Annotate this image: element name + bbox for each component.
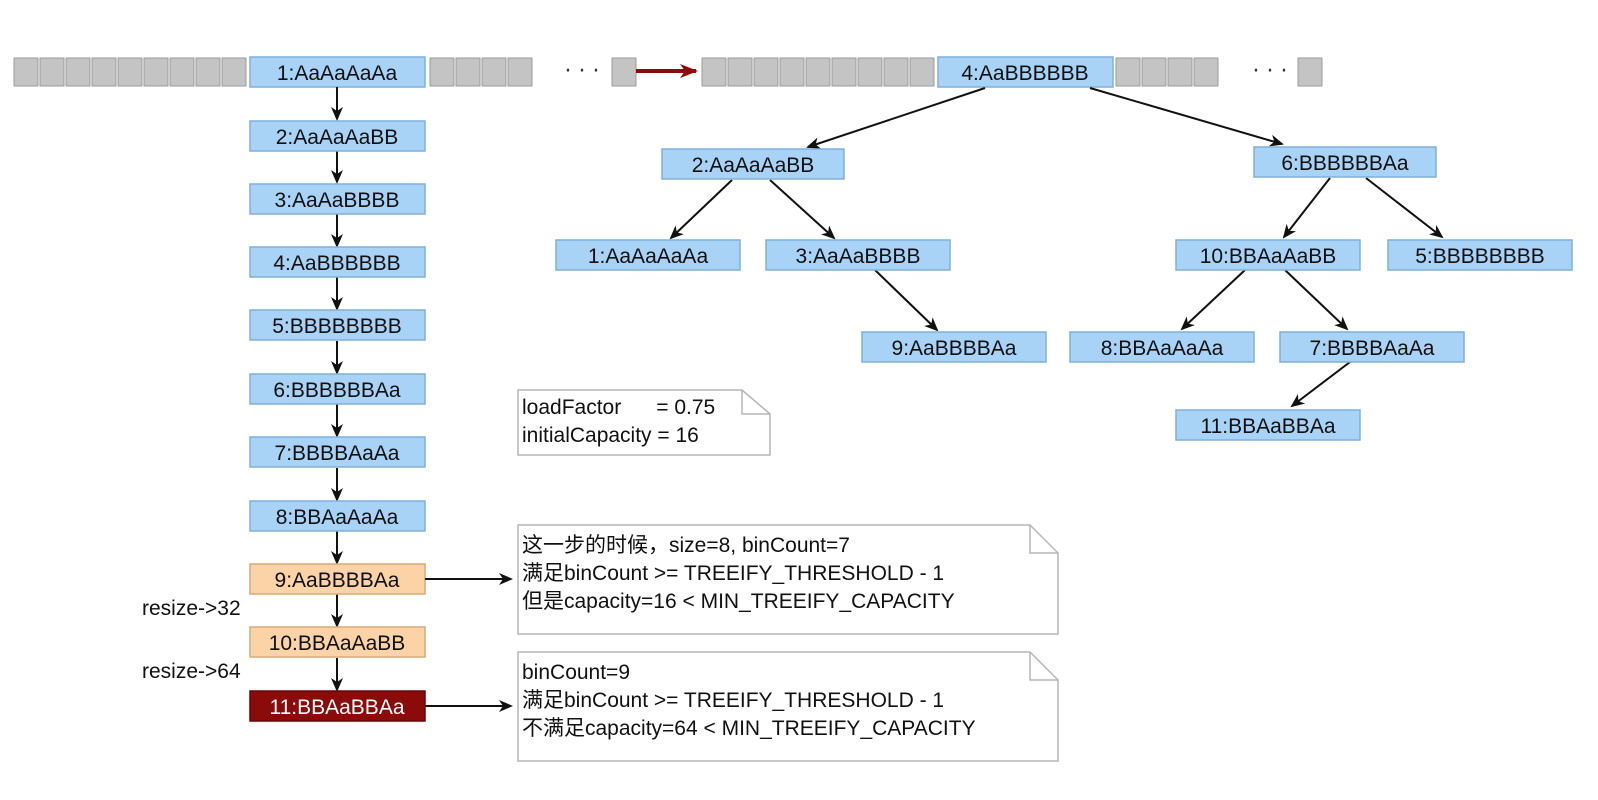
table-slot [13, 57, 39, 87]
params-note: loadFactor = 0.75 initialCapacity = 16 [517, 389, 771, 456]
table-slot [169, 57, 195, 87]
table-slot [831, 57, 857, 87]
tree-node-label: 10:BBAaAaBB [1200, 245, 1337, 268]
chain-node-label: 5:BBBBBBBB [272, 315, 402, 338]
step11-line-3: 不满足capacity=64 < MIN_TREEIFY_CAPACITY [522, 717, 976, 740]
params-line-2: initialCapacity = 16 [522, 424, 699, 447]
tree-node-label: 5:BBBBBBBB [1415, 245, 1545, 268]
table-slot [117, 57, 143, 87]
chain-node-2: 3:AaAaBBBB [249, 183, 426, 215]
chain-node-label: 6:BBBBBBAa [273, 379, 401, 402]
step11-note: binCount=9 满足binCount >= TREEIFY_THRESHO… [517, 651, 1059, 762]
table-slot [455, 57, 481, 87]
step11-line-1: binCount=9 [522, 661, 630, 684]
table-slot [909, 57, 935, 87]
tree-node-6: 6:BBBBBBAa [1253, 146, 1437, 178]
tree-node-label: 9:AaBBBBAa [892, 337, 1017, 360]
left-table-head-label: 1:AaAaAaAa [277, 62, 398, 85]
right-table-slots [701, 57, 1323, 87]
chain-node-4: 5:BBBBBBBB [249, 309, 426, 341]
table-slot [805, 57, 831, 87]
table-slot [753, 57, 779, 87]
left-table-ellipsis: · · · [565, 59, 600, 84]
chain-node-6: 7:BBBBAaAa [249, 436, 426, 468]
table-slot [1297, 57, 1323, 87]
chain-node-3: 4:AaBBBBBB [249, 246, 426, 278]
tree-node-1: 1:AaAaAaAa [555, 239, 741, 271]
chain-node-7: 8:BBAaAaAa [249, 500, 426, 532]
left-table-slots [13, 57, 637, 87]
tree-node-label: 1:AaAaAaAa [588, 245, 709, 268]
tree-node-label: 6:BBBBBBAa [1281, 152, 1409, 175]
tree-node-10: 10:BBAaAaBB [1175, 239, 1361, 271]
chain-node-label: 3:AaAaBBBB [275, 189, 400, 212]
right-table-head-label: 4:AaBBBBBB [961, 62, 1088, 85]
tree-node-3: 3:AaAaBBBB [765, 239, 951, 271]
resize-label-64: resize->64 [142, 660, 241, 683]
tree-node-label: 11:BBAaBBAa [1200, 415, 1335, 438]
chain-node-label: 11:BBAaBBAa [269, 696, 404, 719]
tree-node-label: 7:BBBBAaAa [1310, 337, 1435, 360]
table-slot [221, 57, 247, 87]
step9-line-1: 这一步的时候，size=8, binCount=7 [522, 534, 850, 557]
chain-node-label: 7:BBBBAaAa [275, 442, 400, 465]
tree-node-11: 11:BBAaBBAa [1175, 409, 1361, 441]
step11-line-2: 满足binCount >= TREEIFY_THRESHOLD - 1 [522, 689, 944, 712]
right-table-ellipsis: · · · [1253, 59, 1288, 84]
table-slot [65, 57, 91, 87]
table-slot [1167, 57, 1193, 87]
table-slot [611, 57, 637, 87]
right-table-head: 4:AaBBBBBB [937, 56, 1114, 88]
tree-edges [669, 87, 1444, 408]
table-slot [195, 57, 221, 87]
table-slot [701, 57, 727, 87]
table-slot [1141, 57, 1167, 87]
table-slot [481, 57, 507, 87]
table-slot [1193, 57, 1219, 87]
chain-node-label: 10:BBAaAaBB [269, 632, 406, 655]
chain-node-label: 8:BBAaAaAa [276, 506, 399, 529]
table-slot [429, 57, 455, 87]
table-slot [91, 57, 117, 87]
resize-label-32: resize->32 [142, 597, 241, 620]
chain-node-label: 2:AaAaAaBB [276, 126, 399, 149]
tree-node-8: 8:BBAaAaAa [1069, 331, 1255, 363]
chain-node-10: 11:BBAaBBAa [249, 690, 426, 722]
table-slot [883, 57, 909, 87]
left-table-head: 1:AaAaAaAa [249, 56, 426, 88]
chain-node-1: 2:AaAaAaBB [249, 120, 426, 152]
params-line-1: loadFactor = 0.75 [522, 396, 715, 419]
step9-line-3: 但是capacity=16 < MIN_TREEIFY_CAPACITY [522, 590, 955, 613]
chain-node-9: 10:BBAaAaBB [249, 626, 426, 658]
table-slot [1115, 57, 1141, 87]
chain-node-8: 9:AaBBBBAa [249, 563, 426, 595]
step9-line-2: 满足binCount >= TREEIFY_THRESHOLD - 1 [522, 562, 944, 585]
tree-node-9: 9:AaBBBBAa [861, 331, 1047, 363]
tree-node-label: 8:BBAaAaAa [1101, 337, 1224, 360]
table-slot [507, 57, 533, 87]
chain-node-label: 4:AaBBBBBB [273, 252, 400, 275]
tree-node-label: 3:AaAaBBBB [796, 245, 921, 268]
tree-node-5: 5:BBBBBBBB [1387, 239, 1573, 271]
tree-node-7: 7:BBBBAaAa [1279, 331, 1465, 363]
table-slot [143, 57, 169, 87]
chain-node-label: 9:AaBBBBAa [275, 569, 400, 592]
table-slot [779, 57, 805, 87]
tree-node-2: 2:AaAaAaBB [661, 148, 845, 180]
tree-node-label: 2:AaAaAaBB [692, 154, 815, 177]
step9-note: 这一步的时候，size=8, binCount=7 满足binCount >= … [517, 524, 1059, 635]
table-slot [857, 57, 883, 87]
table-slot [39, 57, 65, 87]
chain-node-5: 6:BBBBBBAa [249, 373, 426, 405]
table-slot [727, 57, 753, 87]
